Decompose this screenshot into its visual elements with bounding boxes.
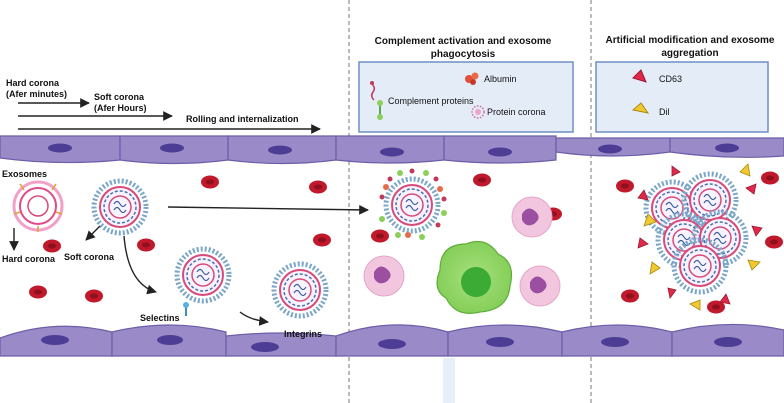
complement-protein-icon xyxy=(370,81,383,120)
hard-corona-time-label-line2: (Afer minutes) xyxy=(6,89,67,99)
complement-title-line1: Complement activation and exosome xyxy=(375,36,552,47)
exosome-integrins xyxy=(274,264,326,316)
legend-complement: Albumin Complement proteins Protein coro… xyxy=(358,61,574,133)
dil-icon xyxy=(631,102,650,114)
soft-corona-time-label-line1: Soft corona xyxy=(94,92,145,102)
legend-complement-proteins: Complement proteins xyxy=(388,96,474,106)
rolling-path-arrow xyxy=(123,235,157,295)
soft-corona-time-label-line2: (Afer Hours) xyxy=(94,103,147,113)
exosome-rolling xyxy=(177,249,229,301)
cd63-icon xyxy=(632,69,647,83)
macrophage xyxy=(436,241,513,314)
neutrophil-2 xyxy=(363,255,405,297)
rolling-label: Rolling and internalization xyxy=(186,114,299,124)
legend-artificial: CD63 Dil xyxy=(595,61,769,133)
integrins-label: Integrins xyxy=(284,329,322,339)
legend-cd63: CD63 xyxy=(659,74,682,84)
artificial-title-line1: Artificial modification and exosome xyxy=(606,35,775,46)
soft-corona-pointer-arrow xyxy=(85,225,101,241)
hard-corona-time-label-line1: Hard corona xyxy=(6,78,60,88)
albumin-icon xyxy=(465,72,479,85)
to-complement-arrow xyxy=(167,204,369,215)
endothelium-bottom xyxy=(0,323,784,357)
selectins-label: Selectins xyxy=(140,313,180,323)
endothelium-top xyxy=(0,135,784,165)
selectins-icon xyxy=(183,302,189,316)
neutrophil-3 xyxy=(519,265,561,307)
artificial-title-line2: aggregation xyxy=(661,48,718,59)
legend-dil: Dil xyxy=(659,107,670,117)
soft-corona-label: Soft corona xyxy=(64,252,115,262)
legend-protein-corona: Protein corona xyxy=(487,107,546,117)
complement-title-line2: phagocytosis xyxy=(431,49,496,60)
hard-corona-label: Hard corona xyxy=(2,254,56,264)
neutrophil-1 xyxy=(511,196,553,238)
exosomes-label: Exosomes xyxy=(2,169,47,179)
exosome-complement-activated xyxy=(379,168,447,240)
internalization-arrow xyxy=(239,311,269,326)
exosome-aggregate xyxy=(637,163,763,311)
guide-strip xyxy=(443,358,455,403)
protein-corona-icon xyxy=(471,105,485,119)
exosome-soft-corona xyxy=(94,181,146,233)
exosome-native xyxy=(12,180,64,232)
legend-albumin: Albumin xyxy=(484,74,517,84)
